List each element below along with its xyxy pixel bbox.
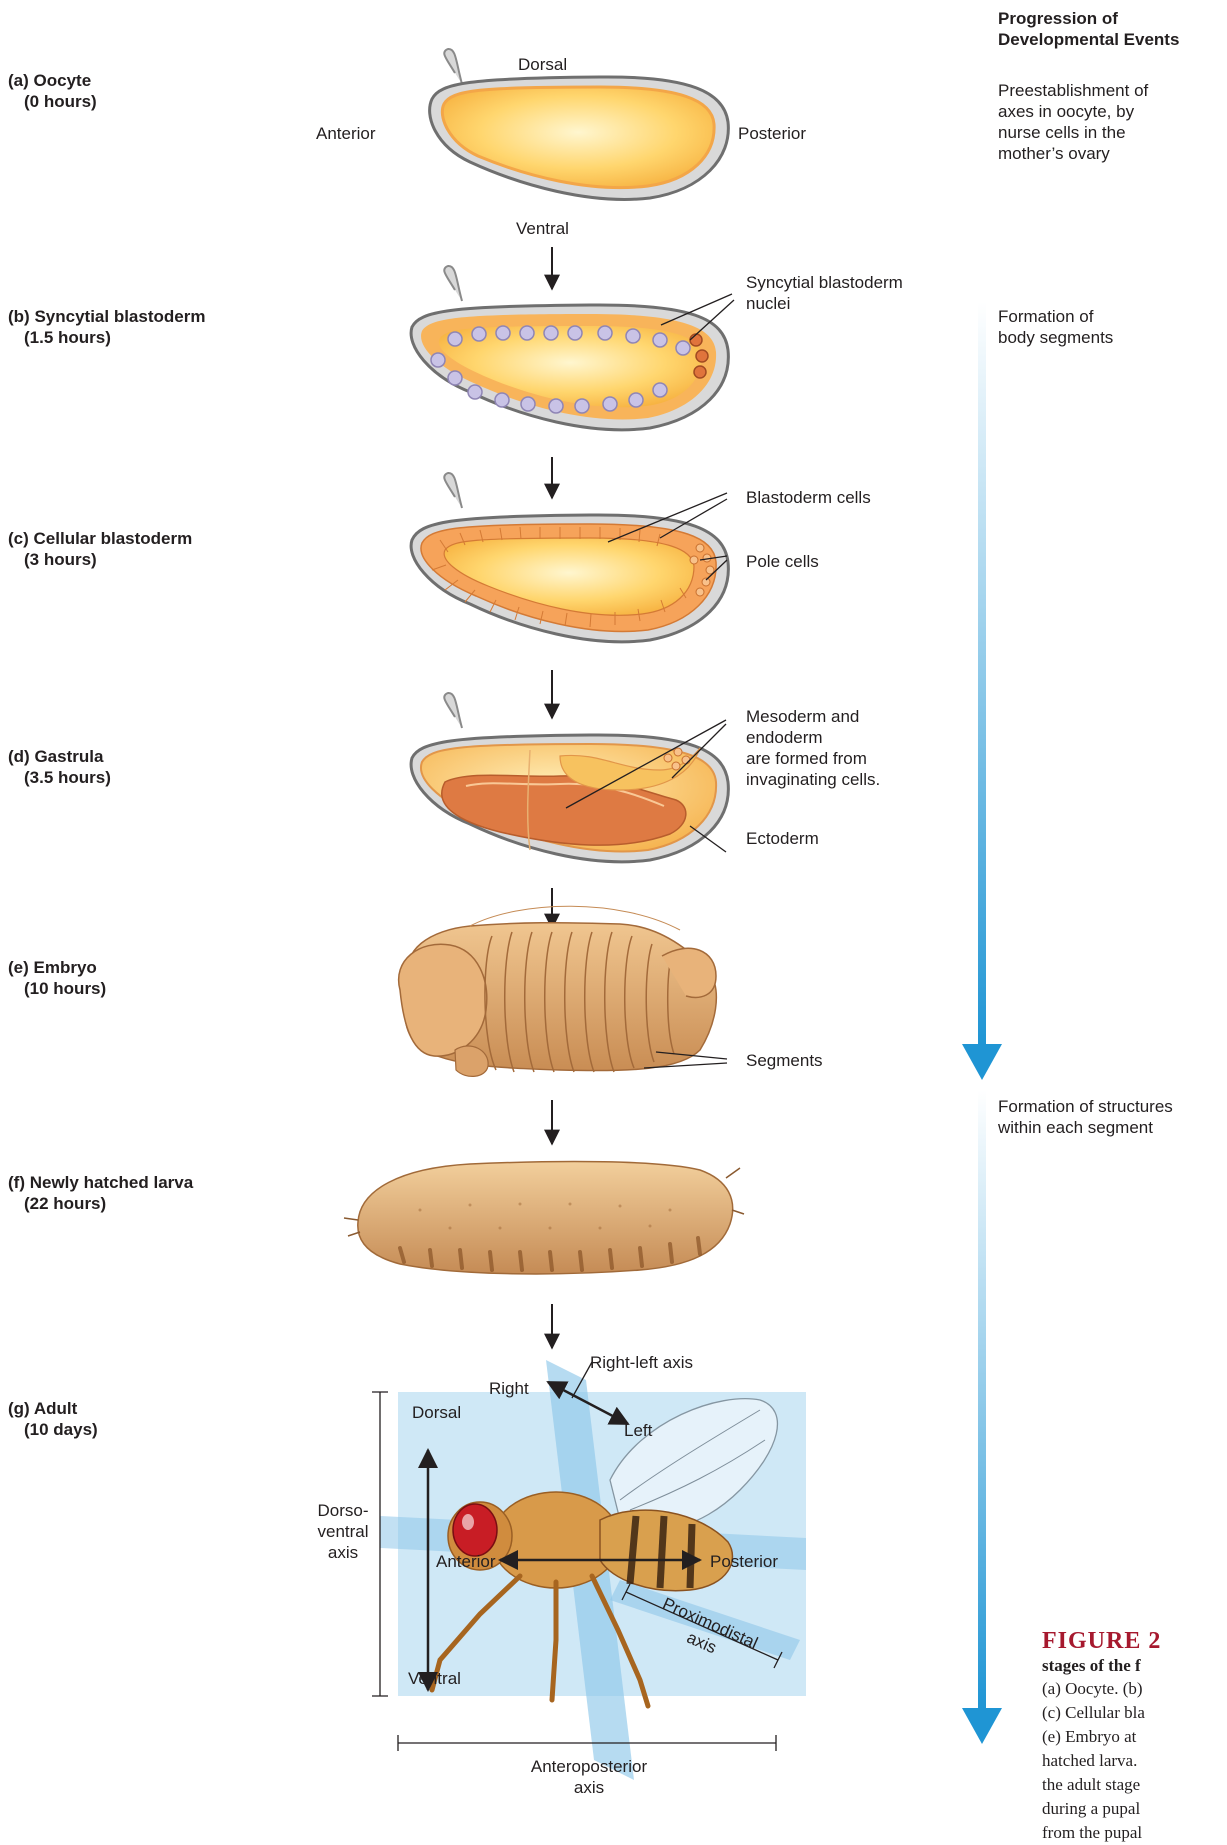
oocyte-posterior-label: Posterior <box>738 123 806 144</box>
right-left-axis-label: Right-left axis <box>590 1352 693 1373</box>
stage-c-letter: (c) <box>8 529 29 548</box>
event-2-line1: Formation of <box>998 306 1113 327</box>
stage-label-c: (c) Cellular blastoderm (3 hours) <box>8 528 192 570</box>
stage-b-time: (1.5 hours) <box>8 327 205 348</box>
gastrula-illustration <box>411 693 728 862</box>
development-figure <box>0 0 1227 1801</box>
caption-line-1: (a) Oocyte. (b) <box>1042 1677 1227 1701</box>
adult-anterior-label: Anterior <box>436 1551 496 1572</box>
stage-b-name: Syncytial blastoderm <box>34 307 205 326</box>
stage-g-letter: (g) <box>8 1399 30 1418</box>
stage-f-time: (22 hours) <box>8 1193 193 1214</box>
stage-f-letter: (f) <box>8 1173 25 1192</box>
embryo-illustration <box>399 906 727 1076</box>
syncytial-nuclei-label: Syncytial blastoderm nuclei <box>746 272 903 314</box>
stage-c-time: (3 hours) <box>8 549 192 570</box>
syncytial-nuclei-line1: Syncytial blastoderm <box>746 272 903 293</box>
stage-d-letter: (d) <box>8 747 30 766</box>
stage-d-time: (3.5 hours) <box>8 767 111 788</box>
stage-g-name: Adult <box>34 1399 77 1418</box>
event-2-line2: body segments <box>998 327 1113 348</box>
mesoderm-endoderm-label: Mesoderm and endoderm are formed from in… <box>746 706 880 790</box>
stage-c-name: Cellular blastoderm <box>34 529 193 548</box>
event-body-segments: Formation of body segments <box>998 306 1113 348</box>
progression-heading: Progression of Developmental Events <box>998 8 1179 50</box>
stage-a-time: (0 hours) <box>8 91 97 112</box>
figure-subtitle: stages of the f <box>1042 1655 1227 1677</box>
dorsoventral-line3: axis <box>300 1542 386 1563</box>
caption-line-4: hatched larva. <box>1042 1749 1227 1773</box>
dorsoventral-line1: Dorso- <box>300 1500 386 1521</box>
event-1-line2: axes in oocyte, by <box>998 101 1148 122</box>
progression-heading-line1: Progression of <box>998 8 1179 29</box>
anteroposterior-line1: Anteroposterior <box>504 1756 674 1777</box>
stage-a-letter: (a) <box>8 71 29 90</box>
adult-dorsal-label: Dorsal <box>412 1402 461 1423</box>
stage-b-letter: (b) <box>8 307 30 326</box>
event-3-line1: Formation of structures <box>998 1096 1173 1117</box>
adult-posterior-label: Posterior <box>710 1551 778 1572</box>
dorsoventral-line2: ventral <box>300 1521 386 1542</box>
mesoderm-line4: invaginating cells. <box>746 769 880 790</box>
syncytial-blastoderm-illustration <box>411 266 734 430</box>
syncytial-nuclei-line2: nuclei <box>746 293 903 314</box>
stage-label-e: (e) Embryo (10 hours) <box>8 957 106 999</box>
adult-ventral-label: Ventral <box>408 1668 461 1689</box>
right-label: Right <box>489 1378 529 1399</box>
stage-e-letter: (e) <box>8 958 29 977</box>
pole-cells-label: Pole cells <box>746 551 819 572</box>
stage-label-d: (d) Gastrula (3.5 hours) <box>8 746 111 788</box>
progression-arrow-segments <box>962 302 1002 1080</box>
event-segment-structures: Formation of structures within each segm… <box>998 1096 1173 1138</box>
event-1-line3: nurse cells in the <box>998 122 1148 143</box>
left-label: Left <box>624 1420 652 1441</box>
caption-line-5: the adult stage <box>1042 1773 1227 1797</box>
event-1-line1: Preestablishment of <box>998 80 1148 101</box>
caption-line-3: (e) Embryo at <box>1042 1725 1227 1749</box>
dorsoventral-axis-label: Dorso- ventral axis <box>300 1500 386 1563</box>
stage-g-time: (10 days) <box>8 1419 98 1440</box>
anteroposterior-line2: axis <box>504 1777 674 1798</box>
stage-e-time: (10 hours) <box>8 978 106 999</box>
progression-arrow-structures <box>962 1090 1002 1744</box>
oocyte-illustration <box>430 49 729 199</box>
cellular-blastoderm-illustration <box>411 473 728 642</box>
segments-label: Segments <box>746 1050 823 1071</box>
oocyte-ventral-label: Ventral <box>516 218 569 239</box>
stage-f-name: Newly hatched larva <box>30 1173 193 1192</box>
ectoderm-label: Ectoderm <box>746 828 819 849</box>
mesoderm-line2: endoderm <box>746 727 880 748</box>
stage-label-f: (f) Newly hatched larva (22 hours) <box>8 1172 193 1214</box>
caption-line-7: from the pupal <box>1042 1821 1227 1845</box>
stage-label-g: (g) Adult (10 days) <box>8 1398 98 1440</box>
mesoderm-line1: Mesoderm and <box>746 706 880 727</box>
event-1-line4: mother’s ovary <box>998 143 1148 164</box>
caption-line-2: (c) Cellular bla <box>1042 1701 1227 1725</box>
event-preestablishment: Preestablishment of axes in oocyte, by n… <box>998 80 1148 164</box>
mesoderm-line3: are formed from <box>746 748 880 769</box>
blastoderm-cells-label: Blastoderm cells <box>746 487 871 508</box>
larva-illustration <box>344 1162 744 1274</box>
figure-title: FIGURE 2 <box>1042 1627 1227 1655</box>
stage-label-a: (a) Oocyte (0 hours) <box>8 70 97 112</box>
oocyte-dorsal-label: Dorsal <box>518 54 567 75</box>
stage-d-name: Gastrula <box>34 747 103 766</box>
oocyte-anterior-label: Anterior <box>316 123 376 144</box>
anteroposterior-axis-label: Anteroposterior axis <box>504 1756 674 1798</box>
stage-a-name: Oocyte <box>34 71 92 90</box>
stage-label-b: (b) Syncytial blastoderm (1.5 hours) <box>8 306 205 348</box>
event-3-line2: within each segment <box>998 1117 1173 1138</box>
figure-caption: FIGURE 2 stages of the f (a) Oocyte. (b)… <box>1042 1627 1227 1845</box>
stage-e-name: Embryo <box>34 958 97 977</box>
progression-heading-line2: Developmental Events <box>998 29 1179 50</box>
